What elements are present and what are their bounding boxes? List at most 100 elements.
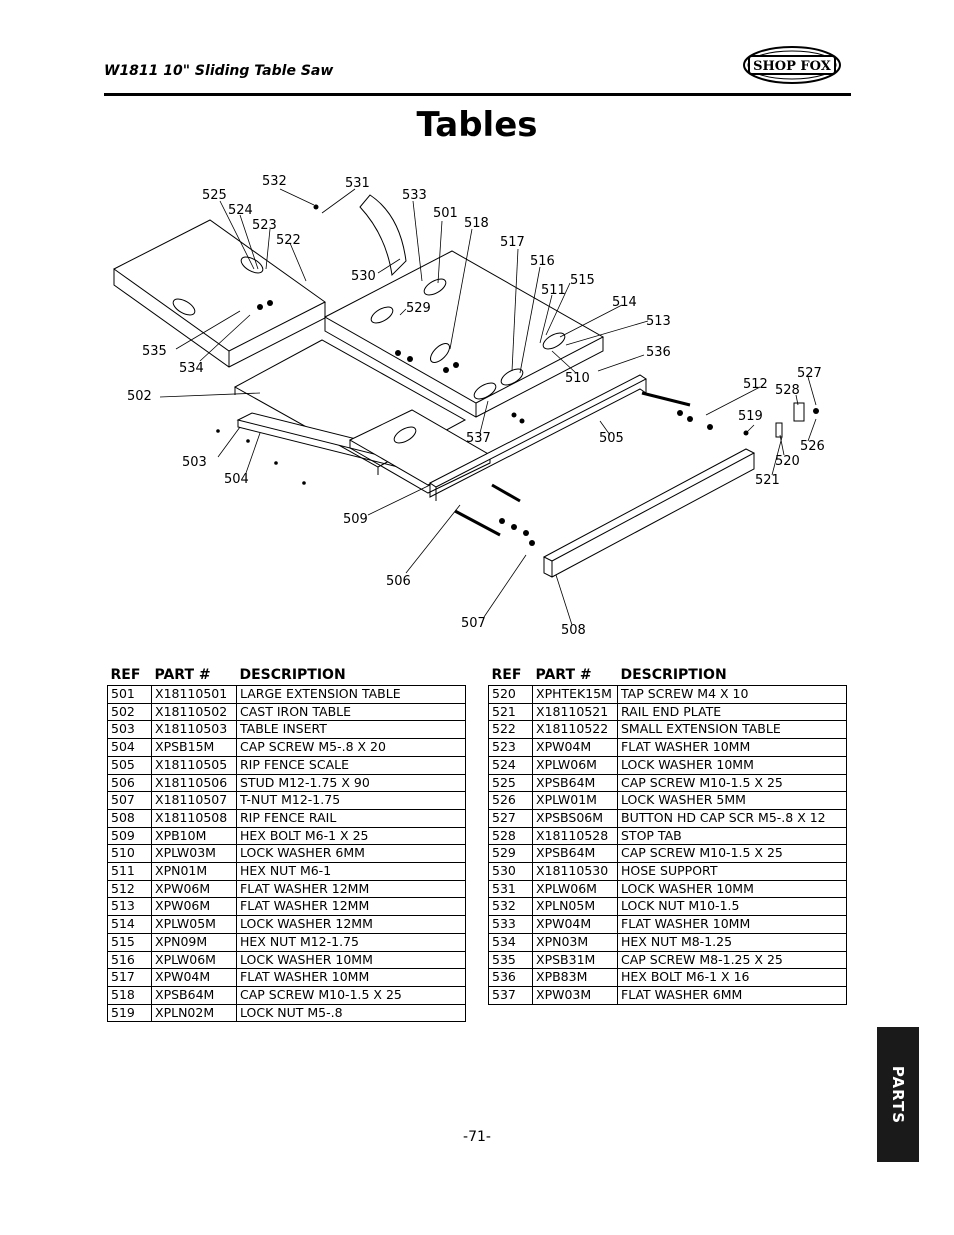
- ref-cell: 514: [107, 915, 152, 934]
- description-cell: T-NUT M12-1.75: [236, 791, 466, 810]
- ref-cell: 525: [488, 773, 533, 793]
- part-number-cell: X18110505: [151, 755, 237, 775]
- ref-cell: 535: [488, 950, 533, 970]
- header-rule: [104, 93, 851, 96]
- description-cell: LOCK NUT M5-.8: [236, 1003, 466, 1023]
- description-cell: CAP SCREW M10-1.5 X 25: [617, 844, 847, 864]
- callout-532: 532: [262, 174, 287, 189]
- description-cell: LOCK WASHER 6MM: [236, 844, 466, 864]
- callout-510: 510: [565, 371, 590, 386]
- ref-cell: 507: [107, 791, 152, 810]
- part-number-cell: XPHTEK15M: [532, 685, 618, 704]
- shop-fox-logo: SHOP FOX: [743, 46, 841, 84]
- ref-cell: 515: [107, 932, 152, 952]
- description-cell: CAP SCREW M10-1.5 X 25: [617, 773, 847, 793]
- callout-537: 537: [466, 431, 491, 446]
- ref-cell: 505: [107, 755, 152, 775]
- parts-section-tab: PARTS: [877, 1027, 919, 1162]
- callout-521: 521: [755, 473, 780, 488]
- description-cell: TAP SCREW M4 X 10: [617, 685, 847, 704]
- part-number-cell: XPW06M: [151, 897, 237, 917]
- callout-505: 505: [599, 431, 624, 446]
- callout-518: 518: [464, 216, 489, 231]
- part-number-cell: XPLW06M: [151, 950, 237, 970]
- callout-531: 531: [345, 176, 370, 191]
- part-number-cell: XPLN02M: [151, 1003, 237, 1023]
- large-extension-table: [323, 250, 605, 418]
- callout-535: 535: [142, 344, 167, 359]
- part-number-cell: XPLW01M: [532, 791, 618, 810]
- ref-cell: 531: [488, 879, 533, 899]
- callout-501: 501: [433, 206, 458, 221]
- page-number: -71-: [463, 1129, 491, 1145]
- ref-cell: 521: [488, 702, 533, 722]
- callout-536: 536: [646, 345, 671, 360]
- part-number-cell: XPSB31M: [532, 950, 618, 970]
- col-description: DESCRIPTION: [620, 667, 727, 683]
- description-cell: BUTTON HD CAP SCR M5-.8 X 12: [617, 808, 847, 828]
- part-number-cell: X18110503: [151, 720, 237, 740]
- description-cell: HEX BOLT M6-1 X 16: [617, 968, 847, 987]
- description-cell: RIP FENCE RAIL: [236, 808, 466, 828]
- ref-cell: 532: [488, 897, 533, 917]
- callout-504: 504: [224, 472, 249, 487]
- col-part: PART #: [535, 667, 592, 683]
- ref-cell: 530: [488, 862, 533, 881]
- description-cell: LOCK WASHER 5MM: [617, 791, 847, 810]
- logo-text: SHOP FOX: [753, 59, 832, 74]
- description-cell: LOCK NUT M10-1.5: [617, 897, 847, 917]
- part-number-cell: XPW04M: [532, 738, 618, 757]
- page-title: Tables: [416, 105, 538, 145]
- ref-cell: 522: [488, 720, 533, 740]
- exploded-parts-diagram: 532 531 525 524 523 522 533 501 518 517 …: [113, 174, 825, 638]
- col-part: PART #: [154, 667, 211, 683]
- part-number-cell: X18110502: [151, 702, 237, 722]
- part-number-cell: XPB83M: [532, 968, 618, 987]
- ref-cell: 526: [488, 791, 533, 810]
- callout-503: 503: [182, 455, 207, 470]
- callout-516: 516: [530, 254, 555, 269]
- callout-533: 533: [402, 188, 427, 203]
- callout-508: 508: [561, 623, 586, 638]
- small-extension-table: [113, 219, 326, 368]
- section-tab-label: PARTS: [889, 1065, 907, 1124]
- ref-cell: 513: [107, 897, 152, 917]
- callout-513: 513: [646, 314, 671, 329]
- ref-cell: 503: [107, 720, 152, 740]
- callout-509: 509: [343, 512, 368, 527]
- callout-530: 530: [351, 269, 376, 284]
- description-cell: FLAT WASHER 12MM: [236, 879, 466, 899]
- ref-cell: 512: [107, 879, 152, 899]
- part-number-cell: X18110508: [151, 808, 237, 828]
- callout-522: 522: [276, 233, 301, 248]
- ref-cell: 537: [488, 985, 533, 1005]
- description-cell: CAST IRON TABLE: [236, 702, 466, 722]
- ref-cell: 536: [488, 968, 533, 987]
- part-number-cell: XPSB64M: [532, 844, 618, 864]
- ref-cell: 504: [107, 738, 152, 757]
- col-ref: REF: [491, 667, 522, 683]
- part-number-cell: X18110501: [151, 685, 237, 704]
- part-number-cell: XPB10M: [151, 826, 237, 846]
- description-cell: LOCK WASHER 10MM: [617, 879, 847, 899]
- description-cell: FLAT WASHER 10MM: [617, 738, 847, 757]
